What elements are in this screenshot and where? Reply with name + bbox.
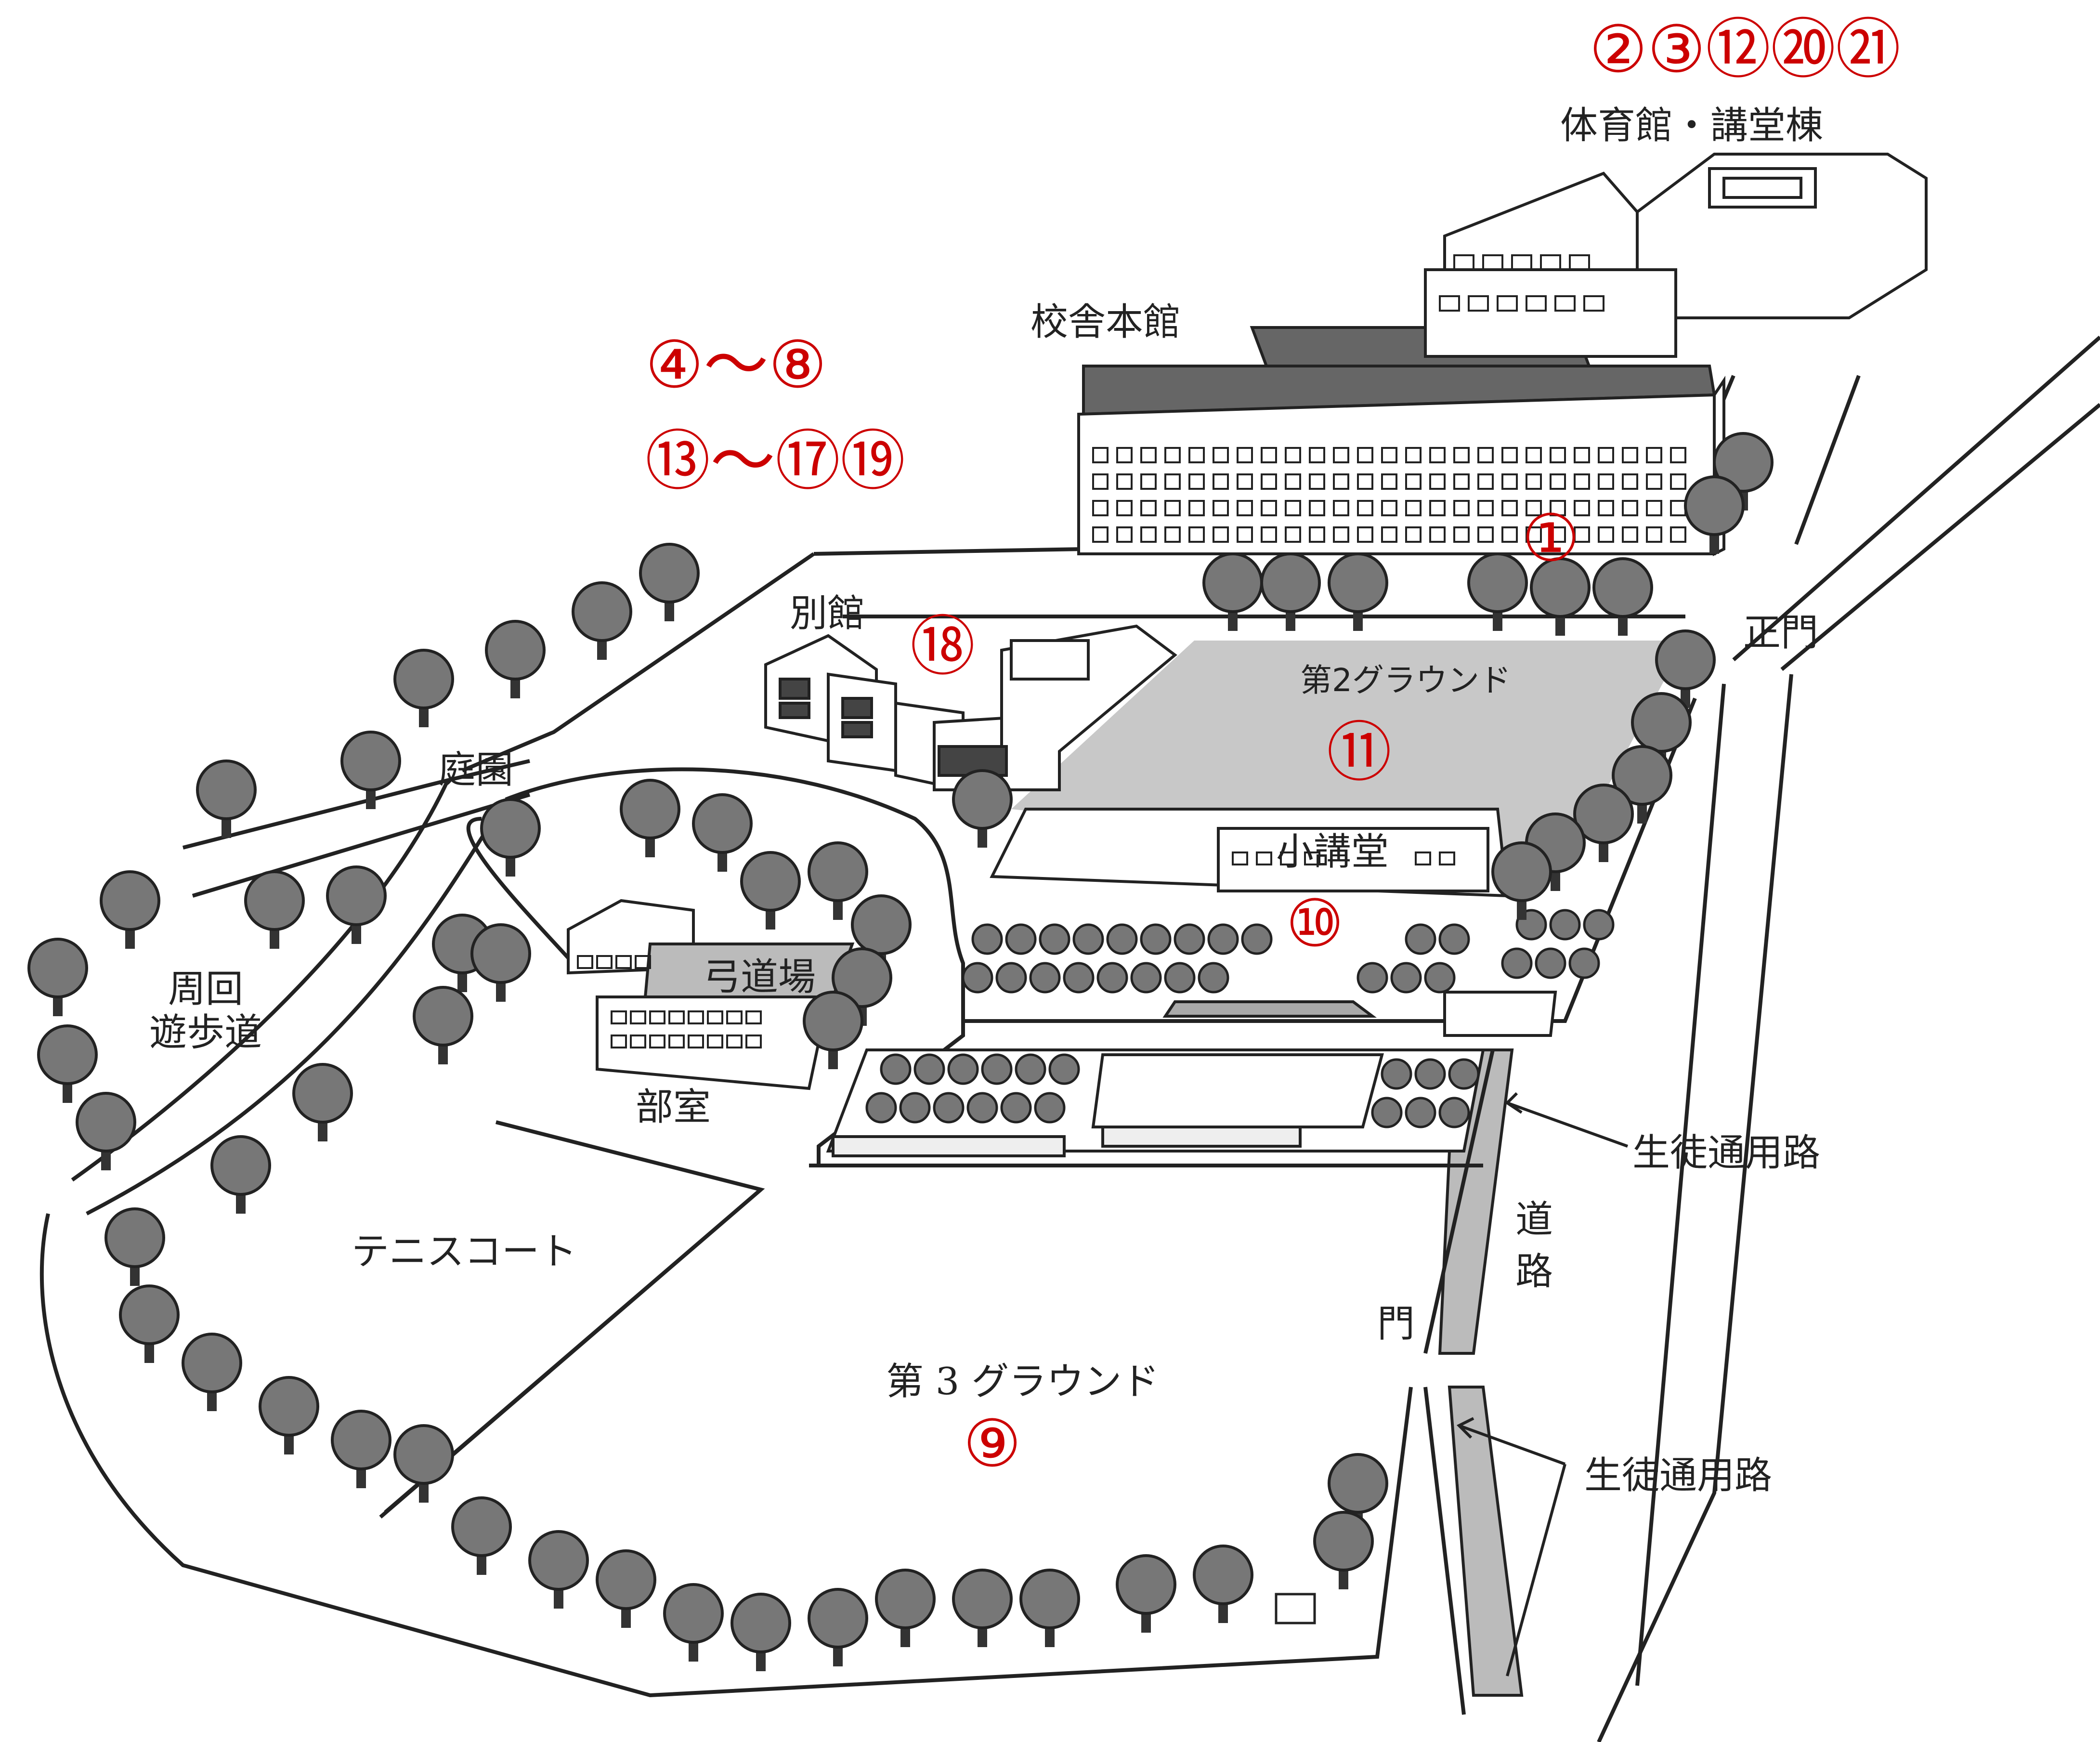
small-shed (1275, 1593, 1316, 1624)
label-gate: 門 (1377, 1302, 1415, 1346)
marker-main-group-2: ⑬～⑰⑲ (645, 423, 905, 499)
clubroom-building (567, 899, 855, 1090)
label-ground-2: 第2グラウンド (1300, 662, 1511, 699)
marker-9: ⑨ (963, 1406, 1022, 1481)
annex-building (764, 624, 1177, 792)
label-ground-3: 第 3 グラウンド (886, 1360, 1160, 1403)
label-walkway: 周回 遊歩道 (149, 968, 262, 1054)
label-tennis: テニスコート (352, 1230, 577, 1273)
small-hall-building (990, 808, 1509, 1018)
marker-1: ① (1522, 500, 1580, 576)
label-main-building: 校舎本館 (1030, 301, 1181, 344)
garden-structure (826, 991, 1557, 1157)
label-road: 道路 (1509, 1199, 1552, 1303)
label-garden: 庭園 (438, 748, 514, 792)
marker-main-group-1: ④～⑧ (645, 327, 827, 403)
marker-18: ⑱ (910, 609, 975, 684)
marker-11: ⑪ (1327, 715, 1392, 790)
label-clubroom: 部室 (636, 1086, 711, 1129)
label-student-path-2: 生徒通用路 (1584, 1454, 1773, 1497)
label-student-path-1: 生徒通用路 (1632, 1131, 1821, 1175)
label-archery: 弓道場 (703, 956, 816, 999)
label-small-hall: 小講堂 (1276, 830, 1389, 874)
label-gym-hall: 体育館・講堂棟 (1560, 104, 1824, 147)
label-main-gate: 正門 (1743, 611, 1819, 655)
path-arrows (1456, 1092, 1629, 1677)
marker-gym-group: ②③⑫⑳㉑ (1589, 12, 1901, 87)
roads (39, 335, 2100, 1742)
marker-10: ⑩ (1286, 886, 1344, 961)
gym-hall-building (1424, 153, 1928, 358)
main-building (1077, 326, 1725, 556)
label-annex: 別館 (790, 592, 865, 635)
